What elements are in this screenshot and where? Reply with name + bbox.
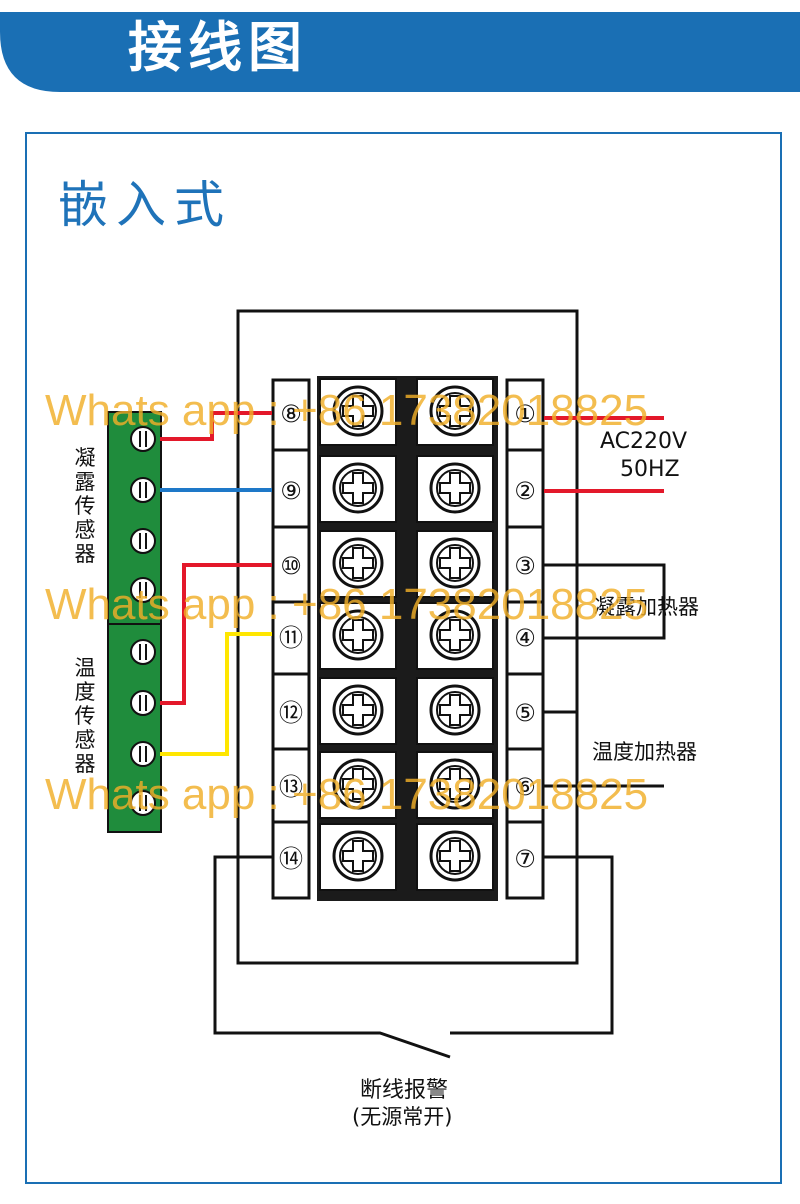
dew-heater-label: 凝露加热器 bbox=[594, 595, 699, 619]
wire-dew-heater bbox=[544, 563, 666, 640]
wire-red-dew-to-8 bbox=[160, 411, 272, 441]
terminal-screw bbox=[416, 530, 494, 598]
left-terminal-number: ⑪ bbox=[279, 624, 303, 652]
terminal-screw bbox=[416, 455, 494, 523]
right-terminal-number: ① bbox=[514, 400, 536, 428]
right-terminal-strip bbox=[505, 378, 545, 900]
sensor-pin bbox=[130, 690, 156, 716]
left-terminal-number: ⑧ bbox=[280, 400, 302, 428]
left-terminal-number: ⑬ bbox=[279, 773, 303, 801]
terminal-screw bbox=[416, 602, 494, 670]
terminal-screw bbox=[319, 751, 397, 819]
terminal-screw bbox=[416, 823, 494, 891]
wire-yellow-temp-to-11 bbox=[160, 632, 272, 756]
alarm-sub-label: (无源常开) bbox=[352, 1105, 452, 1129]
sensor-pin bbox=[130, 639, 156, 665]
wire-alarm-14 bbox=[213, 855, 451, 1059]
right-terminal-number: ⑥ bbox=[514, 773, 536, 801]
right-terminal-number: ② bbox=[514, 477, 536, 505]
dew-sensor-label: 凝露传感器 bbox=[74, 446, 96, 566]
left-terminal-number: ⑭ bbox=[279, 845, 303, 873]
wire-temp-heater-5 bbox=[544, 710, 579, 740]
left-terminal-number: ⑨ bbox=[280, 477, 302, 505]
left-terminal-strip bbox=[271, 378, 311, 900]
sensor-pin bbox=[130, 477, 156, 503]
watermark-bottom: Whats app : +86 17382018825 bbox=[45, 770, 649, 819]
right-terminal-number: ⑤ bbox=[514, 699, 536, 727]
watermark-middle: Whats app : +86 17382018825 bbox=[45, 580, 649, 629]
diagram-frame bbox=[25, 132, 782, 1184]
terminal-screw bbox=[319, 602, 397, 670]
sensor-pin bbox=[130, 790, 156, 816]
right-terminal-number: ④ bbox=[514, 624, 536, 652]
left-terminal-number: ⑩ bbox=[280, 552, 302, 580]
temp-sensor-label: 温度传感器 bbox=[74, 656, 96, 776]
terminal-screw bbox=[319, 677, 397, 745]
page-title: 接线图 bbox=[128, 16, 308, 79]
wire-alarm-7 bbox=[450, 855, 614, 1035]
terminal-screw bbox=[416, 677, 494, 745]
watermark-top: Whats app : +86 17382018825 bbox=[45, 386, 649, 435]
alarm-label: 断线报警 bbox=[360, 1078, 448, 1103]
sensor-pin bbox=[130, 528, 156, 554]
terminal-screw bbox=[319, 455, 397, 523]
sensor-pin bbox=[130, 741, 156, 767]
terminal-screw bbox=[416, 378, 494, 446]
right-terminal-number: ⑦ bbox=[514, 845, 536, 873]
terminal-screw bbox=[319, 823, 397, 891]
left-terminal-number: ⑫ bbox=[279, 699, 303, 727]
ac-label-line2: 50HZ bbox=[620, 457, 680, 482]
sensor-pin bbox=[130, 426, 156, 452]
sensor-pin bbox=[130, 577, 156, 603]
terminal-screw bbox=[319, 530, 397, 598]
header-banner bbox=[0, 12, 800, 92]
right-terminal-number: ③ bbox=[514, 552, 536, 580]
wire-red-temp-to-10 bbox=[160, 563, 272, 705]
ac-label-line1: AC220V bbox=[600, 429, 687, 454]
section-title: 嵌入式 bbox=[58, 176, 232, 234]
terminal-screw bbox=[319, 378, 397, 446]
temp-heater-label: 温度加热器 bbox=[592, 740, 697, 764]
terminal-screw bbox=[416, 751, 494, 819]
